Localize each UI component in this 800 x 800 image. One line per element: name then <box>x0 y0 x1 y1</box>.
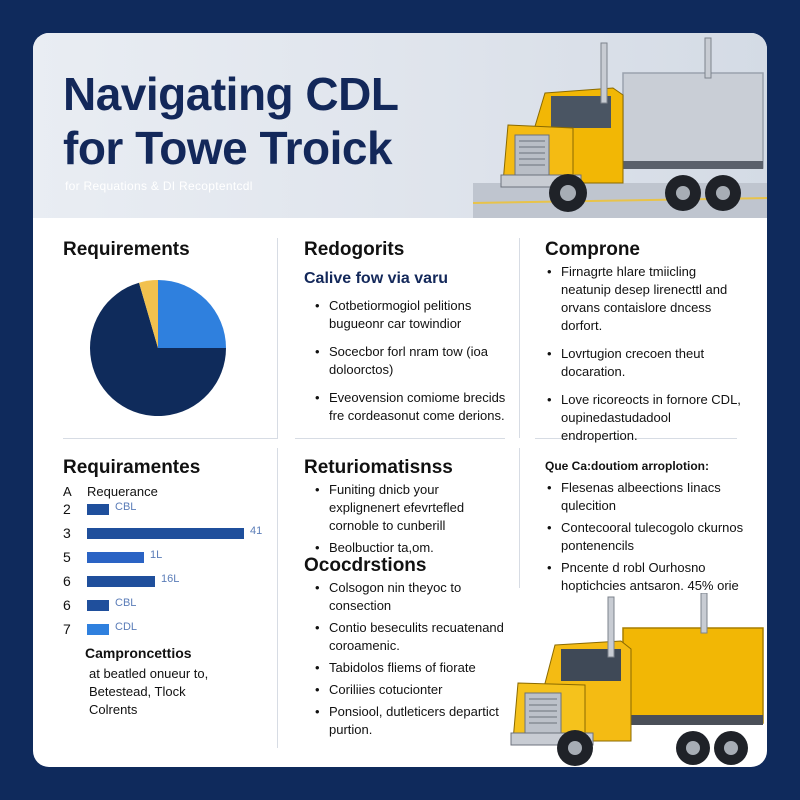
bar <box>87 624 109 635</box>
list-item: Beolbuctior ta,om. <box>313 539 513 557</box>
bar-value-label: 1L <box>150 549 163 561</box>
list-item: Lovrtugion crecoen theut docaration. <box>545 345 745 381</box>
pie-slice <box>90 282 226 416</box>
list-item: Pncente d robl Ourhosno hoptichcies ants… <box>545 559 745 595</box>
bar-row-number: 5 <box>63 549 71 565</box>
que-cadoutiom-heading: Que Ca:doutiom arroplotion: <box>545 459 709 473</box>
text-line: Betestead, Tlock <box>89 684 186 699</box>
divider <box>519 448 520 588</box>
comprone-heading: Comprone <box>545 239 640 260</box>
bar-row-number: 3 <box>63 525 71 541</box>
bar-row-number: 7 <box>63 621 71 637</box>
bar-row: 6 16L <box>63 573 278 589</box>
text-line: at beatled onueur to, <box>89 666 209 681</box>
page-title: Navigating CDL for Towe Troick <box>63 67 483 175</box>
bar-header-num: A <box>63 484 72 499</box>
bar <box>87 504 109 515</box>
text-line: Colrents <box>89 702 138 717</box>
bar-row: 6 CBL <box>63 597 278 613</box>
bar-row-number: 6 <box>63 597 71 613</box>
redogorits-heading: Redogorits <box>304 239 405 260</box>
bar-row: 5 1L <box>63 549 278 565</box>
divider <box>519 238 520 438</box>
bar-header-label: Requerance <box>87 484 158 499</box>
ococdrstions-heading: Ococdrstions <box>304 555 427 576</box>
bar <box>87 600 109 611</box>
bar-value-label: CDL <box>115 621 138 633</box>
list-item: Flesenas albeections Iinacs qulecition <box>545 479 745 515</box>
page-subtitle: for Requations & DI Recoptentcdl <box>65 179 253 193</box>
bar <box>87 576 155 587</box>
requirements-heading: Requirements <box>63 239 190 260</box>
list-item: Tabidolos fliems of fiorate <box>313 659 513 677</box>
divider <box>63 438 278 439</box>
bar-row: 2 CBL <box>63 501 278 517</box>
title-line-1: Navigating CDL <box>63 68 399 120</box>
bar-row: 7 CDL <box>63 621 278 637</box>
list-item: Contio beseculits recuatenand coroamenic… <box>313 619 513 655</box>
list-item: Firnagrte hlare tmiicling neatunip desep… <box>545 263 745 335</box>
divider <box>277 238 278 438</box>
pie-slice <box>158 280 226 348</box>
bar <box>87 552 144 563</box>
camproncettios-text: at beatled onueur to, Betestead, Tlock C… <box>89 665 208 719</box>
bar-row-number: 2 <box>63 501 71 517</box>
requiramentes-heading: Requiramentes <box>63 457 201 478</box>
redogorits-subheading: Calive fow via varu <box>304 270 449 287</box>
list-item: Coriliies cotucionter <box>313 681 513 699</box>
divider <box>295 438 505 439</box>
divider <box>277 448 278 748</box>
truck-illustration-top <box>473 37 767 218</box>
que-cadoutiom-list: Flesenas albeections Iinacs qulecition C… <box>545 479 745 605</box>
comprone-list: Firnagrte hlare tmiicling neatunip desep… <box>545 263 745 455</box>
bar <box>87 528 244 539</box>
list-item: Ponsiool, dutleticers departict purtion. <box>313 703 513 739</box>
pie-slice <box>139 280 158 348</box>
camproncettios-heading: Camproncettios <box>85 645 192 661</box>
bar-value-label: CBL <box>115 501 137 513</box>
bar-row-number: 6 <box>63 573 71 589</box>
redogorits-list: Cotbetiormogiol pelitions bugueonr car t… <box>313 297 513 435</box>
returiomatisnss-list: Funiting dnicb your explignenert efevrte… <box>313 481 513 567</box>
bar-value-label: 41 <box>250 525 263 537</box>
list-item: Cotbetiormogiol pelitions bugueonr car t… <box>313 297 513 333</box>
ococdrstions-list: Colsogon nin theyoc to consection Contio… <box>313 579 513 749</box>
list-item: Colsogon nin theyoc to consection <box>313 579 513 615</box>
list-item: Love ricoreocts in fornore CDL, oupineda… <box>545 391 745 445</box>
bar-row: 3 41 <box>63 525 278 541</box>
infographic-card: Navigating CDL for Towe Troick for Requa… <box>33 33 767 767</box>
returiomatisnss-heading: Returiomatisnss <box>304 457 453 478</box>
bar-value-label: 16L <box>161 573 180 585</box>
title-line-2: for Towe Troick <box>63 122 393 174</box>
bar-value-label: CBL <box>115 597 137 609</box>
list-item: Contecooral tulecogolo ckurnos pontenenc… <box>545 519 745 555</box>
list-item: Socecbor forl nram tow (ioa doloorctos) <box>313 343 513 379</box>
requirements-pie-chart <box>90 280 226 416</box>
list-item: Eveovension comiome brecids fre cordeaso… <box>313 389 513 425</box>
header-banner: Navigating CDL for Towe Troick for Requa… <box>33 33 767 218</box>
list-item: Funiting dnicb your explignenert efevrte… <box>313 481 513 535</box>
truck-illustration-bottom <box>510 593 764 766</box>
